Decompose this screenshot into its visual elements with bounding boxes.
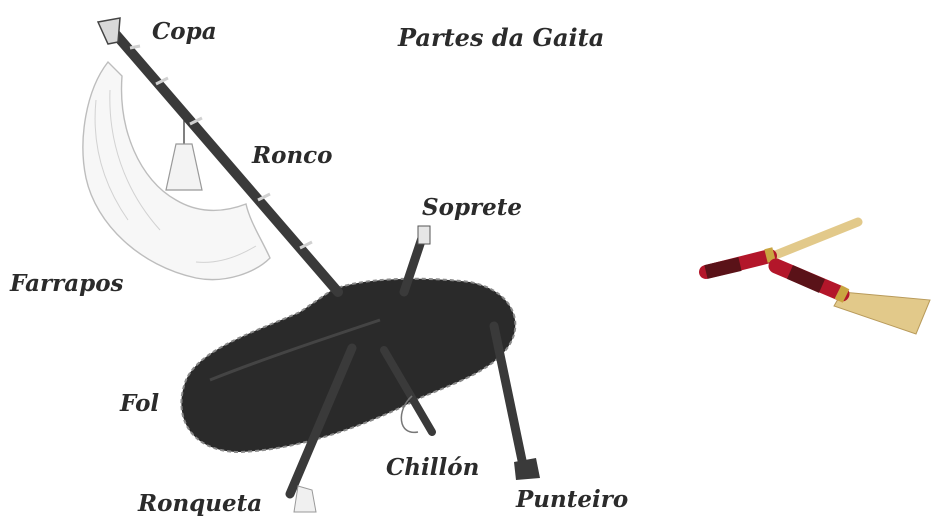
reed-bottom: [776, 266, 930, 334]
label-farrapos: Farrapos: [10, 272, 123, 295]
label-ronqueta: Ronqueta: [138, 492, 262, 515]
label-punteiro: Punteiro: [516, 488, 628, 511]
label-fol: Fol: [120, 392, 159, 415]
label-ronco: Ronco: [252, 144, 333, 167]
label-chillon: Chillón: [386, 456, 479, 479]
label-copa: Copa: [152, 20, 217, 43]
punteiro-chanter: [494, 326, 540, 480]
diagram-title: Partes da Gaita: [398, 26, 604, 50]
label-soprete: Soprete: [422, 196, 522, 219]
